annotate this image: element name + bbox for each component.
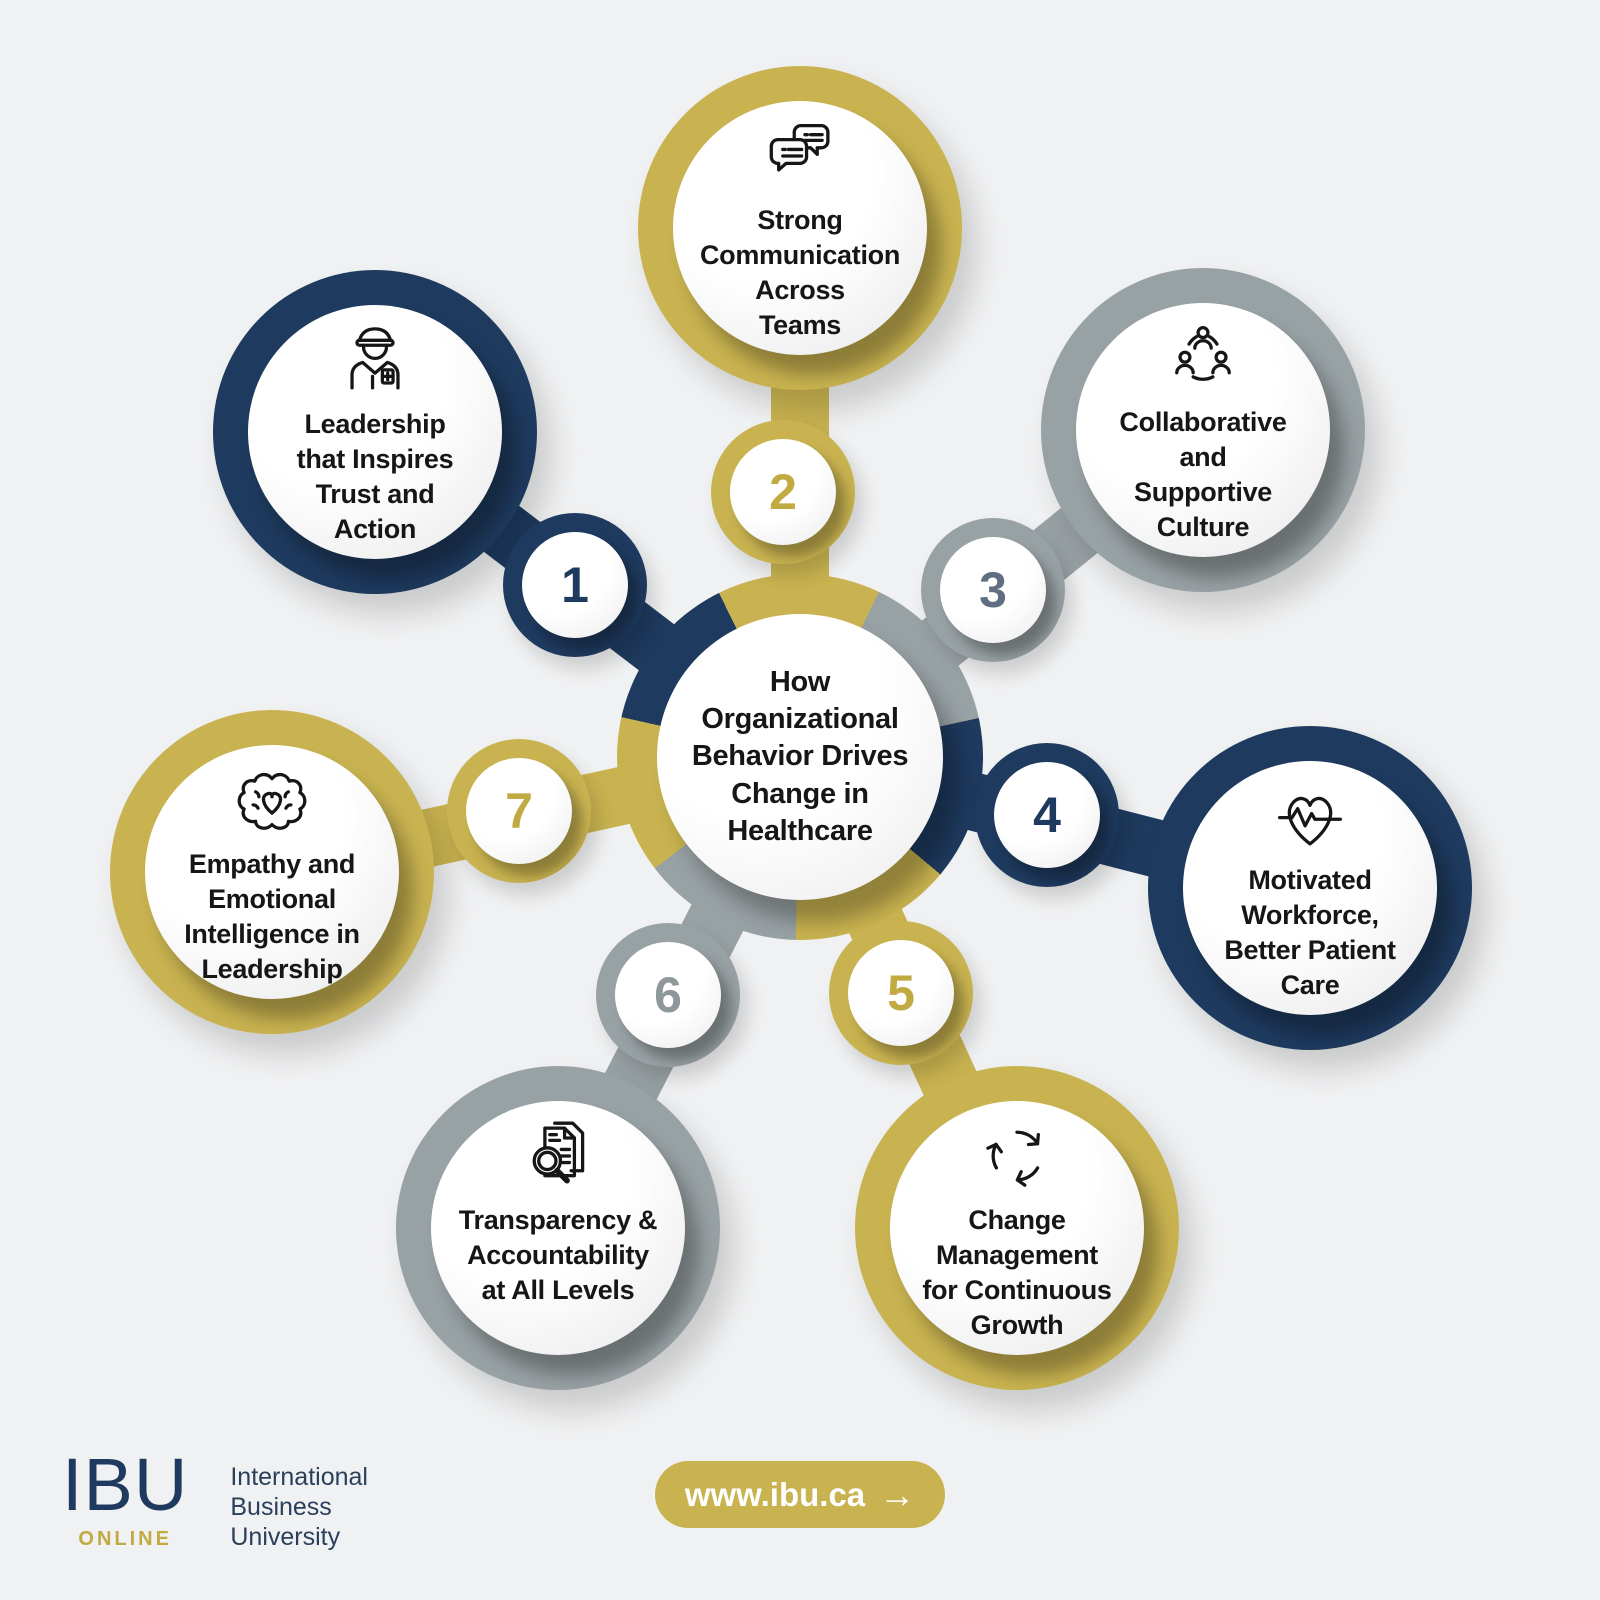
- node-label: Leadership that Inspires Trust and Actio…: [296, 409, 454, 545]
- logo-university-name: International Business University: [230, 1463, 368, 1551]
- number-badge-6: 6: [596, 923, 740, 1067]
- node-change-management: Change Management for Continuous Growth: [855, 1066, 1179, 1390]
- node-label: Motivated Workforce, Better Patient Care: [1224, 865, 1396, 1001]
- arrow-right-icon: →: [879, 1473, 916, 1515]
- node-label: Transparency & Accountability at All Lev…: [458, 1205, 658, 1306]
- ibu-logo: IBU ONLINE International Business Univer…: [62, 1448, 368, 1552]
- node-label: Change Management for Continuous Growth: [922, 1205, 1112, 1341]
- brain-heart-icon: [237, 772, 307, 830]
- people-network-icon: [1175, 326, 1231, 381]
- badge-number: 2: [730, 439, 836, 545]
- badge-number: 6: [615, 942, 721, 1048]
- number-badge-4: 4: [975, 743, 1119, 887]
- website-url: www.ibu.ca: [684, 1475, 866, 1513]
- node-communication: Strong Communication Across Teams: [638, 66, 962, 390]
- node-leadership: Leadership that Inspires Trust and Actio…: [213, 270, 537, 594]
- number-badge-3: 3: [921, 518, 1065, 662]
- node-label: Strong Communication Across Teams: [699, 205, 901, 341]
- number-badge-5: 5: [829, 921, 973, 1065]
- node-empathy-eq: Empathy and Emotional Intelligence in Le…: [110, 710, 434, 1034]
- center-circle: How Organizational Behavior Drives Chang…: [617, 574, 983, 940]
- node-transparency-accountability: Transparency & Accountability at All Lev…: [396, 1066, 720, 1390]
- chat-bubbles-icon: [769, 124, 830, 172]
- node-motivated-workforce: Motivated Workforce, Better Patient Care: [1148, 726, 1472, 1050]
- cycle-arrows-icon: [986, 1130, 1040, 1187]
- number-badge-2: 2: [711, 420, 855, 564]
- node-label: Collaborative and Supportive Culture: [1119, 407, 1287, 543]
- badge-number: 1: [522, 532, 628, 638]
- heartbeat-heart-icon: [1278, 796, 1342, 846]
- node-label: Empathy and Emotional Intelligence in Le…: [184, 849, 360, 985]
- document-search-icon: [532, 1121, 585, 1184]
- badge-number: 4: [994, 762, 1100, 868]
- badge-number: 3: [940, 537, 1046, 643]
- badge-number: 7: [466, 758, 572, 864]
- number-badge-1: 1: [503, 513, 647, 657]
- logo-abbr: IBU: [62, 1443, 189, 1526]
- badge-number: 5: [848, 940, 954, 1046]
- number-badge-7: 7: [447, 739, 591, 883]
- medical-person-icon: [350, 327, 400, 390]
- logo-online-label: ONLINE: [78, 1528, 172, 1550]
- page-title: How Organizational Behavior Drives Chang…: [691, 666, 909, 847]
- website-button[interactable]: www.ibu.ca →: [655, 1461, 945, 1528]
- node-collaborative-culture: Collaborative and Supportive Culture: [1041, 268, 1365, 592]
